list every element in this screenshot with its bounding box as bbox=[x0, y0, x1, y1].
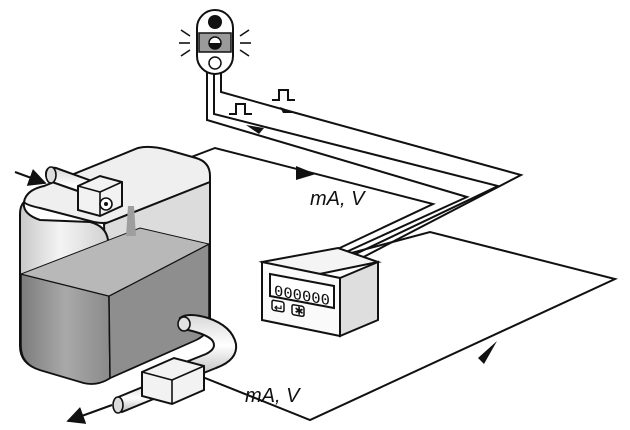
arrow-lower-analog bbox=[478, 341, 497, 364]
signal-label-lower: mA, V bbox=[245, 385, 301, 407]
arrow-pulse-right bbox=[280, 107, 296, 113]
counter-display bbox=[269, 272, 335, 310]
wire-pulse-2 bbox=[213, 72, 501, 261]
signal-label-upper: mA, V bbox=[310, 188, 366, 210]
pulse-icon bbox=[272, 89, 295, 101]
outlet-pipe bbox=[66, 314, 238, 424]
enter-button[interactable] bbox=[271, 299, 285, 313]
arrow-pulse-left bbox=[246, 125, 264, 134]
signal-wires bbox=[114, 72, 618, 422]
outlet-arrow-icon bbox=[66, 404, 113, 424]
liquid-surface bbox=[19, 227, 211, 297]
counter-unit: 000000 ✱ bbox=[258, 246, 382, 338]
counter-side bbox=[339, 260, 379, 338]
lamp-bottom-light bbox=[208, 56, 222, 70]
wire-pulse-1 bbox=[206, 72, 470, 259]
signal-lamp bbox=[179, 9, 251, 75]
inlet-arrow-icon bbox=[14, 168, 47, 186]
signal-lamp-icon bbox=[179, 29, 251, 57]
asterisk-icon: ✱ bbox=[295, 305, 304, 319]
inlet-stream bbox=[126, 206, 136, 236]
inlet-pipe bbox=[14, 166, 124, 218]
set-button[interactable]: ✱ bbox=[291, 304, 305, 319]
wire-lower-analog bbox=[199, 230, 618, 422]
lamp-top-light bbox=[208, 15, 222, 29]
arrow-upper-analog bbox=[296, 166, 316, 180]
liquid-front bbox=[20, 273, 111, 385]
pulse-icon bbox=[229, 103, 252, 115]
enter-icon bbox=[274, 305, 282, 311]
flow-meter bbox=[141, 356, 205, 406]
